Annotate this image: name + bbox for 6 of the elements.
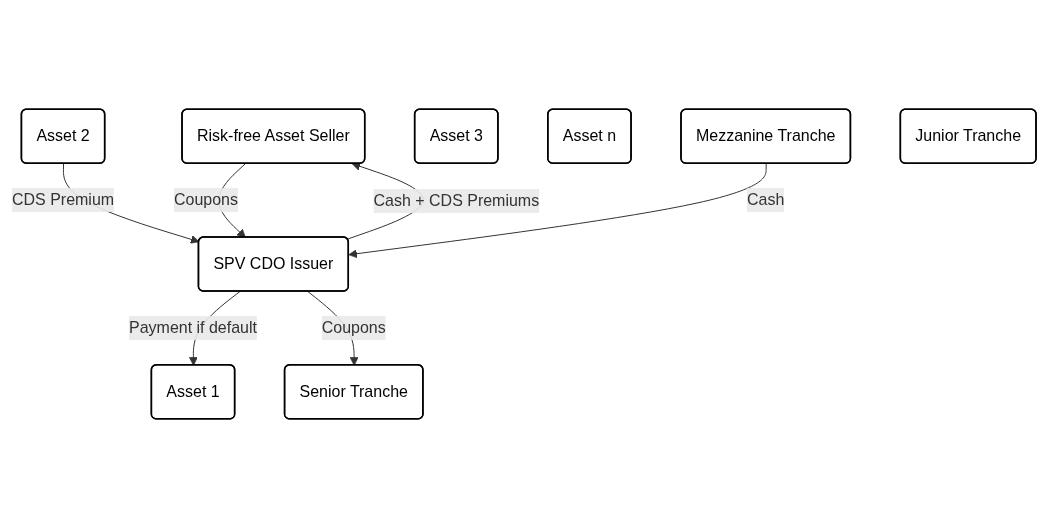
edge-label: Coupons [174,191,238,209]
edge-label: CDS Premium [11,191,115,209]
edge-label: Cash + CDS Premiums [373,191,540,209]
edge-label: Cash [747,191,785,209]
edge-label: Payment if default [129,318,257,336]
edge-label: Coupons [321,318,386,336]
